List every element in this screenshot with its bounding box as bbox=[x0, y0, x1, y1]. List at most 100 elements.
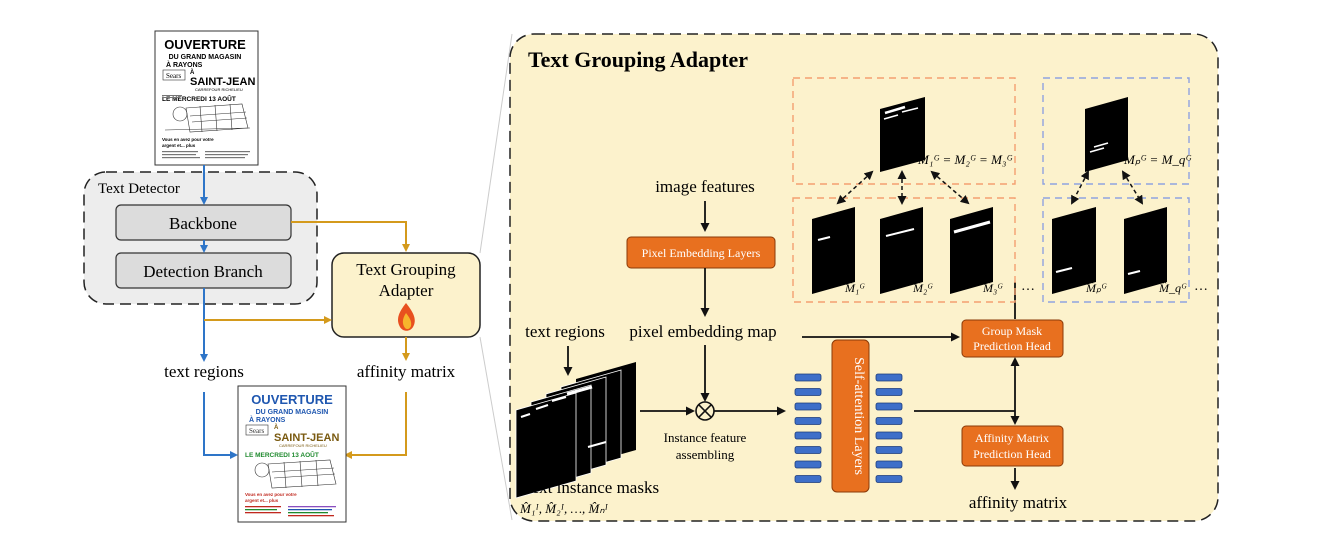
self-attention-layers-label: Self-attention Layers bbox=[851, 357, 866, 475]
poster-line2: DU GRAND MAGASIN bbox=[169, 54, 242, 61]
token-7 bbox=[794, 475, 822, 483]
token-0 bbox=[875, 373, 903, 382]
output-poster-city: SAINT-JEAN bbox=[274, 432, 339, 444]
token-3 bbox=[875, 417, 903, 425]
gold-arrows bbox=[204, 221, 410, 459]
poster-city: SAINT-JEAN bbox=[190, 76, 255, 88]
group-mask-m3 bbox=[950, 207, 993, 294]
label-m3: M̂₃ᴳ bbox=[982, 281, 1003, 295]
mask-list-label: M̂₁ᴵ, M̂₂ᴵ, …, M̂ₙᴵ bbox=[519, 501, 609, 516]
token-stack-output bbox=[875, 373, 903, 483]
text-instance-masks-label: text instance masks bbox=[527, 478, 659, 497]
group-box-bottom-right bbox=[1042, 197, 1190, 303]
output-poster-date: LE MERCREDI 13 AOÛT bbox=[245, 450, 319, 459]
group-mask-mp bbox=[1052, 207, 1096, 294]
token-5 bbox=[875, 446, 903, 454]
group-mask-head-box bbox=[961, 319, 1064, 358]
zoom-line-top bbox=[479, 33, 513, 254]
token-1 bbox=[794, 388, 822, 396]
poster-tag2: argent et... plus bbox=[162, 143, 196, 148]
token-2 bbox=[875, 402, 903, 411]
affinity-head-label-2: Prediction Head bbox=[973, 447, 1051, 461]
output-poster-logo: Sears bbox=[249, 427, 264, 435]
token-stack-input bbox=[794, 373, 822, 483]
detection-branch-label: Detection Branch bbox=[143, 262, 263, 281]
affinity-head-label-1: Affinity Matrix bbox=[975, 431, 1049, 445]
left-affinity-matrix-label: affinity matrix bbox=[357, 362, 456, 381]
image-features-label: image features bbox=[655, 177, 755, 196]
group-mask-head-label-2: Prediction Head bbox=[973, 339, 1051, 353]
pixel-embedding-layers-label: Pixel Embedding Layers bbox=[642, 246, 761, 260]
label-mq: M̂_qᴳ bbox=[1158, 281, 1187, 295]
input-poster: OUVERTURE DU GRAND MAGASIN À RAYONS Sear… bbox=[154, 30, 259, 166]
right-affinity-matrix-label: affinity matrix bbox=[969, 493, 1068, 512]
token-4 bbox=[794, 431, 822, 440]
group-mask-top-right bbox=[1085, 97, 1128, 172]
output-poster-a: À bbox=[274, 424, 279, 431]
instance-feature-label-1: Instance feature bbox=[664, 430, 747, 445]
self-attention-layers-box bbox=[831, 339, 870, 493]
output-poster-illustration bbox=[254, 459, 337, 489]
eq-top-right: Mₚᴳ = M_qᴳ bbox=[1123, 152, 1191, 167]
adapter-detail-title: Text Grouping Adapter bbox=[528, 47, 748, 72]
instance-feature-label-2: assembling bbox=[676, 447, 735, 462]
assembly-otimes bbox=[695, 401, 715, 421]
adapter-label-line2: Adapter bbox=[379, 281, 434, 300]
label-m1: M̂₁ᴳ bbox=[844, 281, 865, 295]
output-poster: OUVERTURE DU GRAND MAGASIN À RAYONS Sear… bbox=[237, 385, 347, 523]
token-7 bbox=[875, 475, 903, 483]
poster-a: À bbox=[190, 69, 195, 76]
output-poster-sub: CARREFOUR RICHELIEU bbox=[279, 443, 327, 448]
poster-line3: À RAYONS bbox=[166, 60, 203, 69]
affinity-head-box bbox=[961, 425, 1064, 467]
backbone-label: Backbone bbox=[169, 214, 237, 233]
group-mask-head-label-1: Group Mask bbox=[982, 324, 1042, 338]
output-poster-logo-box bbox=[245, 424, 269, 436]
adapter-label-line1: Text Grouping bbox=[356, 260, 456, 279]
token-6 bbox=[794, 460, 822, 469]
text-detector-title: Text Detector bbox=[98, 181, 180, 197]
token-5 bbox=[794, 446, 822, 454]
token-4 bbox=[875, 431, 903, 440]
group-mask-m2 bbox=[880, 207, 923, 294]
blue-arrows bbox=[200, 165, 238, 459]
token-2 bbox=[794, 402, 822, 411]
poster-fine-print bbox=[162, 95, 250, 159]
fire-icon bbox=[398, 303, 415, 331]
token-1 bbox=[875, 388, 903, 396]
group-mask-m1 bbox=[812, 207, 855, 294]
pixel-embedding-map-label: pixel embedding map bbox=[629, 322, 776, 341]
dashed-correspondence-arrows bbox=[836, 170, 1144, 205]
adapter-detail-panel bbox=[509, 33, 1219, 522]
output-poster-title: OUVERTURE bbox=[251, 392, 333, 407]
poster-date: LE MERCREDI 13 AOÛT bbox=[162, 94, 236, 103]
group-mask-top-left bbox=[880, 97, 925, 172]
poster-logo: Sears bbox=[166, 72, 181, 80]
output-poster-tag2: argent et... plus bbox=[245, 498, 279, 503]
output-poster-fine-print bbox=[245, 506, 336, 517]
eq-top-left: M₁ᴳ = M₂ᴳ = M₃ᴳ bbox=[917, 152, 1012, 167]
poster-logo-box bbox=[162, 69, 186, 81]
ellipsis-right: … bbox=[1194, 279, 1208, 294]
zoom-line-bottom bbox=[479, 336, 513, 521]
poster-tag1: Vous en avez pour votre bbox=[162, 137, 214, 142]
pixel-embedding-layers-box bbox=[626, 236, 776, 269]
output-poster-line2: DU GRAND MAGASIN bbox=[256, 409, 329, 416]
output-poster-line3: À RAYONS bbox=[249, 415, 286, 424]
token-3 bbox=[794, 417, 822, 425]
poster-illustration bbox=[164, 103, 251, 133]
label-mp: M̂ₚᴳ bbox=[1085, 281, 1107, 295]
label-m2: M̂₂ᴳ bbox=[912, 281, 933, 295]
left-text-regions-label: text regions bbox=[164, 362, 244, 381]
token-6 bbox=[875, 460, 903, 469]
output-poster-tag1: Vous en avez pour votre bbox=[245, 492, 297, 497]
text-instance-masks-stack bbox=[515, 362, 636, 499]
poster-sub: CARREFOUR RICHELIEU bbox=[195, 87, 243, 92]
group-box-top-right bbox=[1042, 77, 1190, 185]
group-mask-mq bbox=[1124, 207, 1167, 294]
right-text-regions-label: text regions bbox=[525, 322, 605, 341]
token-0 bbox=[794, 373, 822, 382]
ellipsis-left: … bbox=[1021, 279, 1035, 294]
poster-title: OUVERTURE bbox=[164, 37, 246, 52]
